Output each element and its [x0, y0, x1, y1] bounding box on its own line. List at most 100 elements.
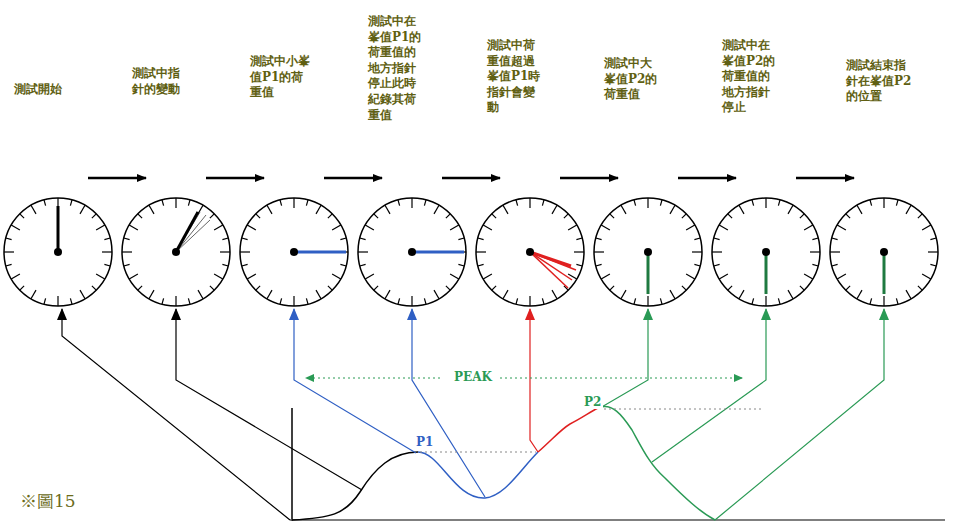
dial-tick	[256, 214, 260, 218]
dial-tick	[596, 238, 602, 240]
dial-tick	[788, 205, 793, 214]
dial-tick	[634, 298, 636, 304]
dial-tick	[492, 214, 496, 218]
dial-tick	[340, 264, 346, 266]
dial-tick	[601, 225, 610, 230]
dial-tick	[20, 286, 24, 290]
dial-tick	[686, 225, 695, 230]
dial-tick	[610, 214, 614, 218]
dial-tick	[686, 274, 695, 279]
dial-tick	[930, 238, 936, 240]
dial-tick	[918, 214, 922, 218]
dial-tick	[129, 225, 138, 230]
dial-tick	[492, 286, 496, 290]
dial-tick	[542, 298, 544, 304]
dial-tick	[57, 296, 58, 306]
dial-tick	[6, 238, 12, 240]
dial-tick	[446, 286, 450, 290]
dial-tick	[928, 251, 938, 252]
dial-tick	[621, 205, 626, 214]
dial-tick	[712, 251, 722, 252]
dial-tick	[596, 264, 602, 266]
step-caption: 測試中荷重值超過峯值P1時指針會變動	[487, 38, 541, 116]
dial-tick	[70, 200, 72, 206]
dial-tick	[138, 286, 142, 290]
dial-tick	[918, 286, 922, 290]
dial-tick	[129, 274, 138, 279]
dial-tick	[6, 264, 12, 266]
dial-tick	[293, 296, 294, 306]
curve-label: P1	[414, 436, 435, 449]
curve-label: PEAK	[452, 371, 494, 384]
dial-tick	[374, 214, 378, 218]
dial-tick	[810, 251, 820, 252]
dial-tick	[80, 205, 85, 214]
dial-tick	[424, 298, 426, 304]
dial-tick	[483, 225, 492, 230]
dial-tick	[210, 286, 214, 290]
dial-tick	[516, 200, 518, 206]
dial-tick	[374, 286, 378, 290]
dial-tick	[804, 274, 813, 279]
dial-tick	[124, 238, 130, 240]
dial-tick	[365, 225, 374, 230]
dial-tick	[306, 200, 308, 206]
dial-tick	[714, 264, 720, 266]
dial-tick	[104, 264, 110, 266]
dial-tick	[450, 225, 459, 230]
dial-tick	[328, 286, 332, 290]
step-caption: 測試中在峯值P2的荷重值的地方指針停止	[722, 38, 776, 116]
dial-tick	[162, 298, 164, 304]
dial-tick	[96, 225, 105, 230]
dial-tick	[96, 274, 105, 279]
dial-tick	[411, 198, 412, 208]
dial-tick	[316, 290, 321, 299]
dial-tick	[682, 286, 686, 290]
dial-tick	[411, 296, 412, 306]
dial-tick	[476, 251, 486, 252]
dial-tick	[647, 296, 648, 306]
dial-tick	[574, 251, 584, 252]
dial-tick	[385, 290, 390, 299]
dial-tick	[70, 298, 72, 304]
dial-tick	[601, 274, 610, 279]
dial-tick	[883, 198, 884, 208]
dial-tick	[31, 290, 36, 299]
dial-tick	[682, 214, 686, 218]
dial-tick	[424, 200, 426, 206]
dial-tick	[360, 264, 366, 266]
dial-tick	[812, 264, 818, 266]
dial-tick	[44, 200, 46, 206]
dial-tick	[242, 264, 248, 266]
dial-tick	[752, 298, 754, 304]
dial-tick	[398, 200, 400, 206]
dial-tick	[104, 238, 110, 240]
dial-tick	[149, 205, 154, 214]
dial-tick	[694, 264, 700, 266]
dial-tick	[752, 200, 754, 206]
dial-tick	[385, 205, 390, 214]
dial-tick	[634, 200, 636, 206]
step-caption: 測試中小峯值P1的荷重值	[250, 54, 310, 101]
dial-tick	[906, 205, 911, 214]
dial-tick	[450, 274, 459, 279]
dial-tick	[214, 225, 223, 230]
dial-tick	[837, 225, 846, 230]
dial-tick	[846, 286, 850, 290]
dial-tick	[739, 205, 744, 214]
dial-tick	[714, 238, 720, 240]
dial-tick	[778, 200, 780, 206]
dial-tick	[332, 225, 341, 230]
dial-tick	[930, 264, 936, 266]
dial-tick	[398, 298, 400, 304]
dial-tick	[692, 251, 702, 252]
dial-tick	[280, 298, 282, 304]
dial-tick	[214, 274, 223, 279]
dial-tick	[660, 200, 662, 206]
dial-tick	[857, 290, 862, 299]
dial-tick	[503, 205, 508, 214]
dial-tick	[529, 198, 530, 208]
dial-tick	[11, 274, 20, 279]
dial-tick	[267, 205, 272, 214]
dial-tick	[812, 238, 818, 240]
